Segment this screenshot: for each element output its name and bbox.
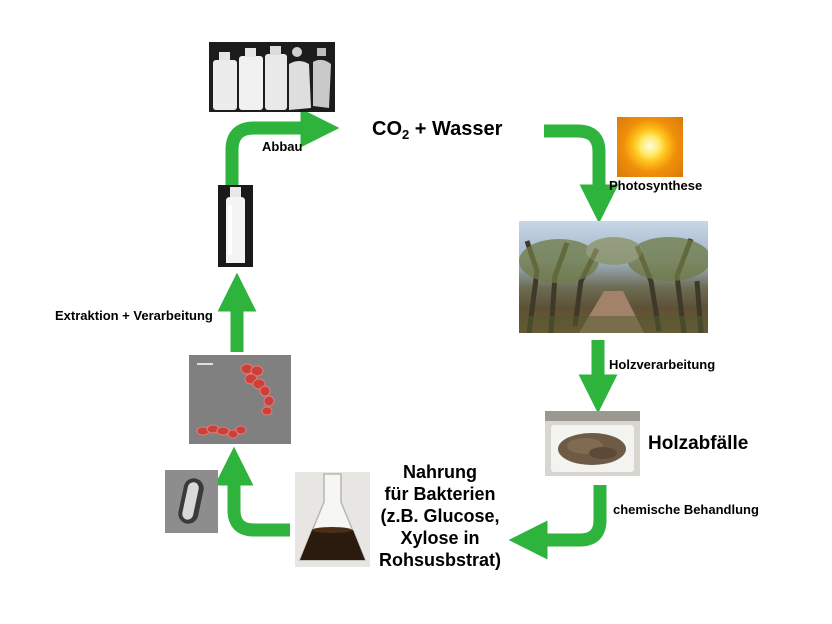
nahrung-line-5: Rohsusbstrat)	[378, 550, 501, 570]
holzverarbeitung-label: Holzverarbeitung	[609, 357, 716, 372]
arrow-abbau	[225, 108, 340, 185]
arrow-photosynthese	[544, 124, 619, 224]
bottle-image	[226, 187, 245, 263]
flask-image	[298, 473, 367, 561]
chemische-behandlung-label: chemische Behandlung	[613, 502, 759, 517]
co2-subscript: 2	[402, 127, 410, 142]
nahrung-line-2: für Bakterien	[384, 484, 496, 504]
nahrung-line-4: Xylose in	[400, 528, 480, 548]
co2-wasser-label: CO2 + Wasser	[372, 118, 502, 142]
holzabfaelle-label: Holzabfälle	[648, 433, 749, 454]
extraktion-label: Extraktion + Verarbeitung	[55, 308, 213, 323]
flask-with-dark-liquid-photo	[295, 472, 370, 567]
nahrung-label: Nahrung für Bakterien (z.B. Glucose, Xyl…	[370, 461, 510, 571]
photosynthese-label: Photosynthese	[609, 178, 703, 193]
tree-avenue-photo	[519, 221, 708, 333]
arrow-chemische-behandlung	[508, 485, 607, 560]
tree-avenue-image	[519, 237, 708, 333]
wood-chips-photo	[545, 411, 640, 476]
plastic-bottle-photo	[218, 185, 253, 267]
bacterium-image	[165, 470, 218, 533]
nahrung-line-1: Nahrung	[403, 462, 477, 482]
bacteria-chain-image	[189, 355, 291, 444]
arrow-bakterien	[214, 446, 290, 537]
nahrung-line-3: (z.B. Glucose,	[380, 506, 500, 526]
co2-suffix: + Wasser	[409, 118, 503, 140]
degraded-bottles-image	[213, 46, 331, 110]
single-bacterium-micrograph	[165, 470, 218, 533]
abbau-label: Abbau	[262, 139, 303, 154]
co2-prefix: CO	[372, 118, 402, 140]
wood-chips-image	[545, 411, 640, 472]
degraded-bottles-photo	[209, 42, 335, 112]
fluorescent-bacteria-micrograph	[189, 355, 291, 444]
sun-photo	[617, 117, 683, 177]
